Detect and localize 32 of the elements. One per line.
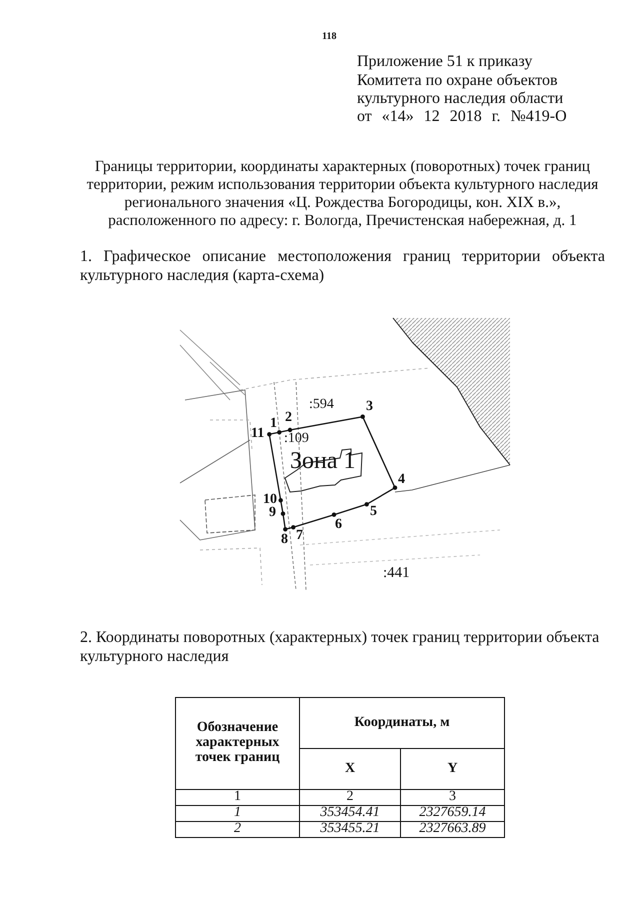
data-cell: 2: [176, 822, 300, 838]
data-cell: 2327663.89: [400, 822, 504, 838]
section-heading: 2. Координаты поворотных (характерных) точек границ территории объекта культурного наследия: [80, 628, 600, 666]
point-number: 1: [270, 417, 277, 431]
header-cell: X: [300, 748, 400, 790]
point-number: 2: [285, 411, 292, 425]
data-cell: 353454.41: [300, 806, 400, 822]
point-number: 9: [269, 506, 276, 520]
point-number: 11: [251, 427, 264, 441]
point-number: 6: [335, 518, 342, 532]
page-number: 118: [322, 31, 336, 42]
section-heading: 1. Графическое описание местоположения границ территории объекта культурного наследия (карта-схема): [80, 247, 605, 285]
parcel-number: :441: [383, 566, 410, 581]
data-cell: 2327659.14: [400, 806, 504, 822]
header-cell: Обозначение характерных точек границ: [176, 698, 300, 790]
order-date-line: от «14» 12 2018 г. №419-О: [357, 108, 567, 126]
parcel-number: :594: [309, 398, 334, 412]
point-number: 4: [398, 473, 405, 487]
document-title: Границы территории, координаты характерных (поворотных) точек границ территории, режим использования территории объекта культурного наследия регионального значения «Ц. Рождества Богородицы, кон. XIX в.», расположенного по адресу: г. Вологда, Пречистенская набережная, д. 1: [86, 158, 600, 230]
point-number: 10: [263, 493, 277, 507]
point-number: 8: [281, 533, 288, 547]
data-cell: 353455.21: [300, 822, 400, 838]
header-cell: Координаты, м: [300, 698, 504, 748]
data-cell: 3: [400, 790, 504, 806]
parcel-number: :109: [284, 432, 309, 446]
point-number: 7: [296, 529, 303, 543]
point-number: 3: [366, 400, 373, 414]
data-cell: 1: [176, 790, 300, 806]
data-cell: 2: [300, 790, 400, 806]
point-number: 5: [370, 505, 377, 519]
header-cell: Y: [400, 748, 504, 790]
data-cell: 1: [176, 806, 300, 822]
